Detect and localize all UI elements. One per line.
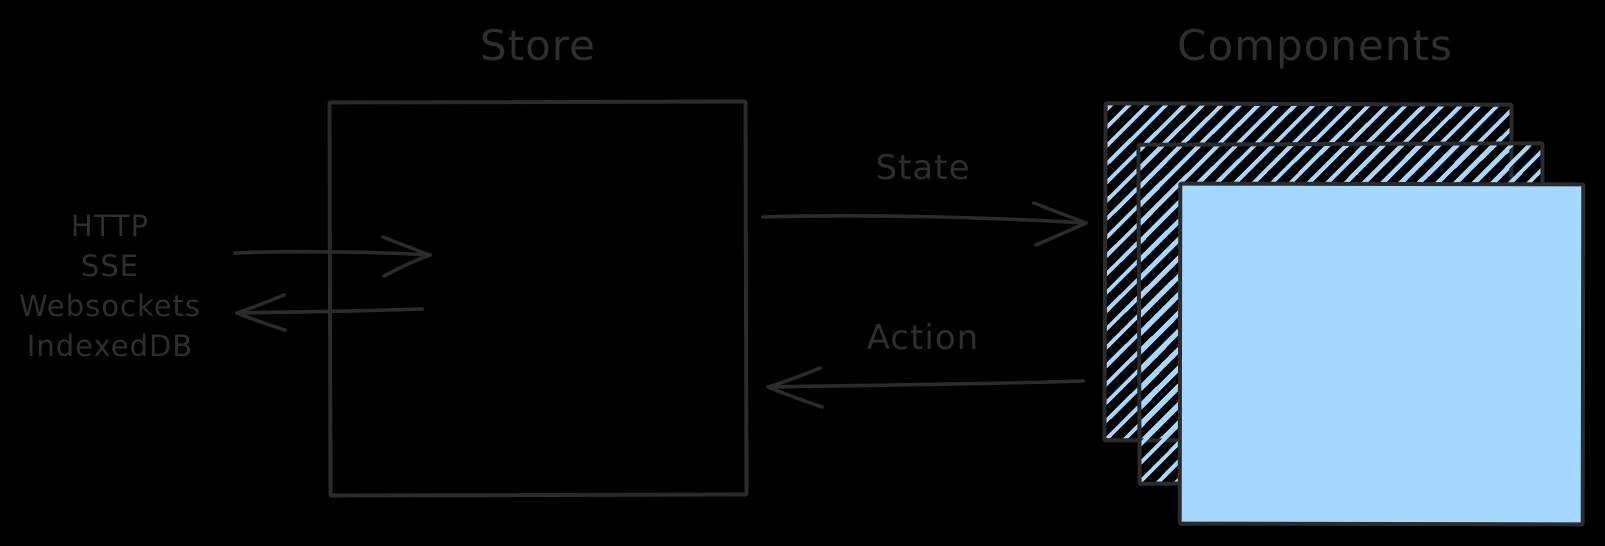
state-arrow [761, 201, 1088, 247]
transport-item-sse: SSE [80, 249, 140, 283]
transport-out-arrow [235, 293, 424, 332]
transport-in-arrow [233, 235, 432, 278]
store-title: Store [479, 21, 596, 70]
action-label: Action [866, 318, 980, 358]
arrowhead [1032, 201, 1088, 247]
arrowhead [235, 293, 287, 332]
arrow-shaft [766, 379, 1085, 389]
arrow-shaft [233, 249, 432, 257]
arrowhead [766, 366, 824, 409]
transport-item-websockets: Websockets [18, 289, 202, 323]
transport-item-http: HTTP [70, 209, 150, 243]
components-title: Components [1177, 21, 1453, 70]
arrow-shaft [761, 214, 1088, 225]
transport-item-indexeddb: IndexedDB [26, 329, 194, 363]
arrowhead [381, 235, 432, 278]
action-arrow [766, 366, 1085, 409]
state-label: State [875, 148, 971, 188]
transport-list: HTTP SSE Websockets IndexedDB [8, 206, 212, 366]
component-square-front [1177, 181, 1586, 527]
arrow-shaft [235, 307, 424, 315]
